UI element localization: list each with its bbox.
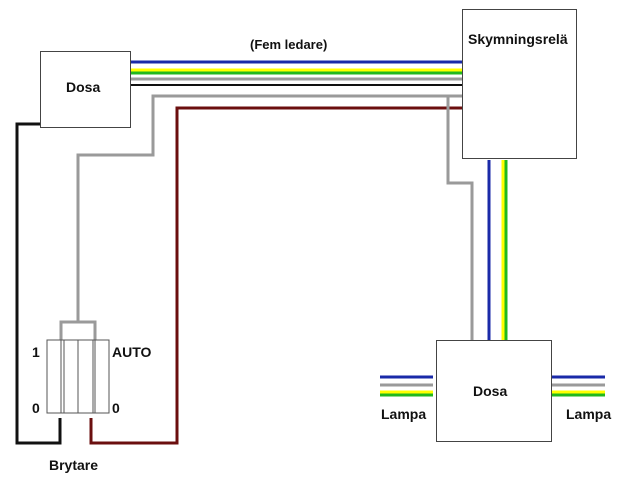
cable-note: (Fem ledare) [250, 37, 328, 52]
switch-position-1: 1 [32, 344, 40, 360]
lamp-right-wires [552, 375, 605, 397]
wire-gray-lamp-feed [446, 94, 474, 341]
wire-brown-switch [89, 106, 462, 445]
dosa-top-label: Dosa [66, 79, 101, 95]
switch-position-0-right: 0 [112, 400, 120, 416]
five-conductor-cable [128, 60, 464, 86]
lamp-left-label: Lampa [381, 406, 427, 422]
dosa-top-box [40, 51, 131, 128]
wire-black-switch [15, 122, 62, 445]
relay-box [462, 9, 577, 159]
lamp-left-wires [380, 375, 433, 397]
switch-caption: Brytare [49, 457, 99, 473]
lamp-right-label: Lampa [566, 406, 612, 422]
switch-position-auto: AUTO [112, 344, 152, 360]
wire-gray-switch [76, 94, 462, 322]
wire-gray-switch-loop [59, 320, 97, 340]
switch-brytare [46, 339, 110, 414]
switch-position-0-left: 0 [32, 400, 40, 416]
dosa-bottom-label: Dosa [473, 383, 508, 399]
relay-label: Skymningsrelä [468, 31, 568, 47]
dosa-bottom-box [436, 340, 552, 442]
switch-left-half [46, 339, 79, 414]
